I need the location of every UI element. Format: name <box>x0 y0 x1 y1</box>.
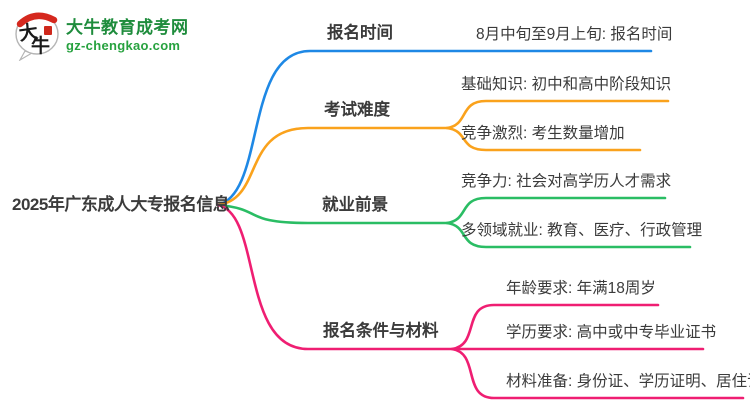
branch-line-requirements-child1 <box>450 303 660 351</box>
branch-line-requirements <box>216 203 705 351</box>
logo-site-name: 大牛教育成考网 <box>66 18 189 37</box>
branch-label-career: 就业前景 <box>322 196 388 214</box>
logo-mark-char2: 牛 <box>31 34 50 57</box>
branch-label-time: 报名时间 <box>327 24 393 42</box>
branch-line-difficulty-child1 <box>445 99 670 130</box>
logo-wordmark: 大牛教育成考网 gz-chengkao.com <box>66 7 189 53</box>
leaf-basic-knowledge: 基础知识: 初中和高中阶段知识 <box>461 76 672 93</box>
branch-label-requirements: 报名条件与材料 <box>323 322 439 340</box>
branch-line-career <box>216 203 449 225</box>
branch-line-career-child1 <box>445 196 667 225</box>
leaf-material-preparation: 材料准备: 身份证、学历证明、居住证 <box>506 373 750 390</box>
branch-label-difficulty: 考试难度 <box>324 101 390 119</box>
site-logo: 大 牛 大牛教育成考网 gz-chengkao.com <box>13 7 189 61</box>
leaf-multi-field-jobs: 多领域就业: 教育、医疗、行政管理 <box>461 222 703 239</box>
branch-line-career-child2 <box>445 221 692 249</box>
branch-line-time <box>216 49 653 207</box>
logo-mark-char1: 大 <box>17 20 39 45</box>
branch-line-difficulty <box>216 126 449 207</box>
branch-line-difficulty-child2 <box>445 126 642 152</box>
root-topic: 2025年广东成人大专报名信息 <box>12 195 230 214</box>
logo-site-domain: gz-chengkao.com <box>66 38 181 53</box>
leaf-competition: 竞争激烈: 考生数量增加 <box>461 125 625 142</box>
leaf-education-requirement: 学历要求: 高中或中专毕业证书 <box>506 324 717 341</box>
leaf-age-requirement: 年龄要求: 年满18周岁 <box>506 280 656 297</box>
leaf-time-window: 8月中旬至9月上旬: 报名时间 <box>476 26 673 43</box>
branch-line-requirements-child3 <box>450 347 745 400</box>
leaf-competitiveness: 竞争力: 社会对高学历人才需求 <box>461 173 672 190</box>
daniu-bubble-logo-icon: 大 牛 <box>15 12 59 61</box>
